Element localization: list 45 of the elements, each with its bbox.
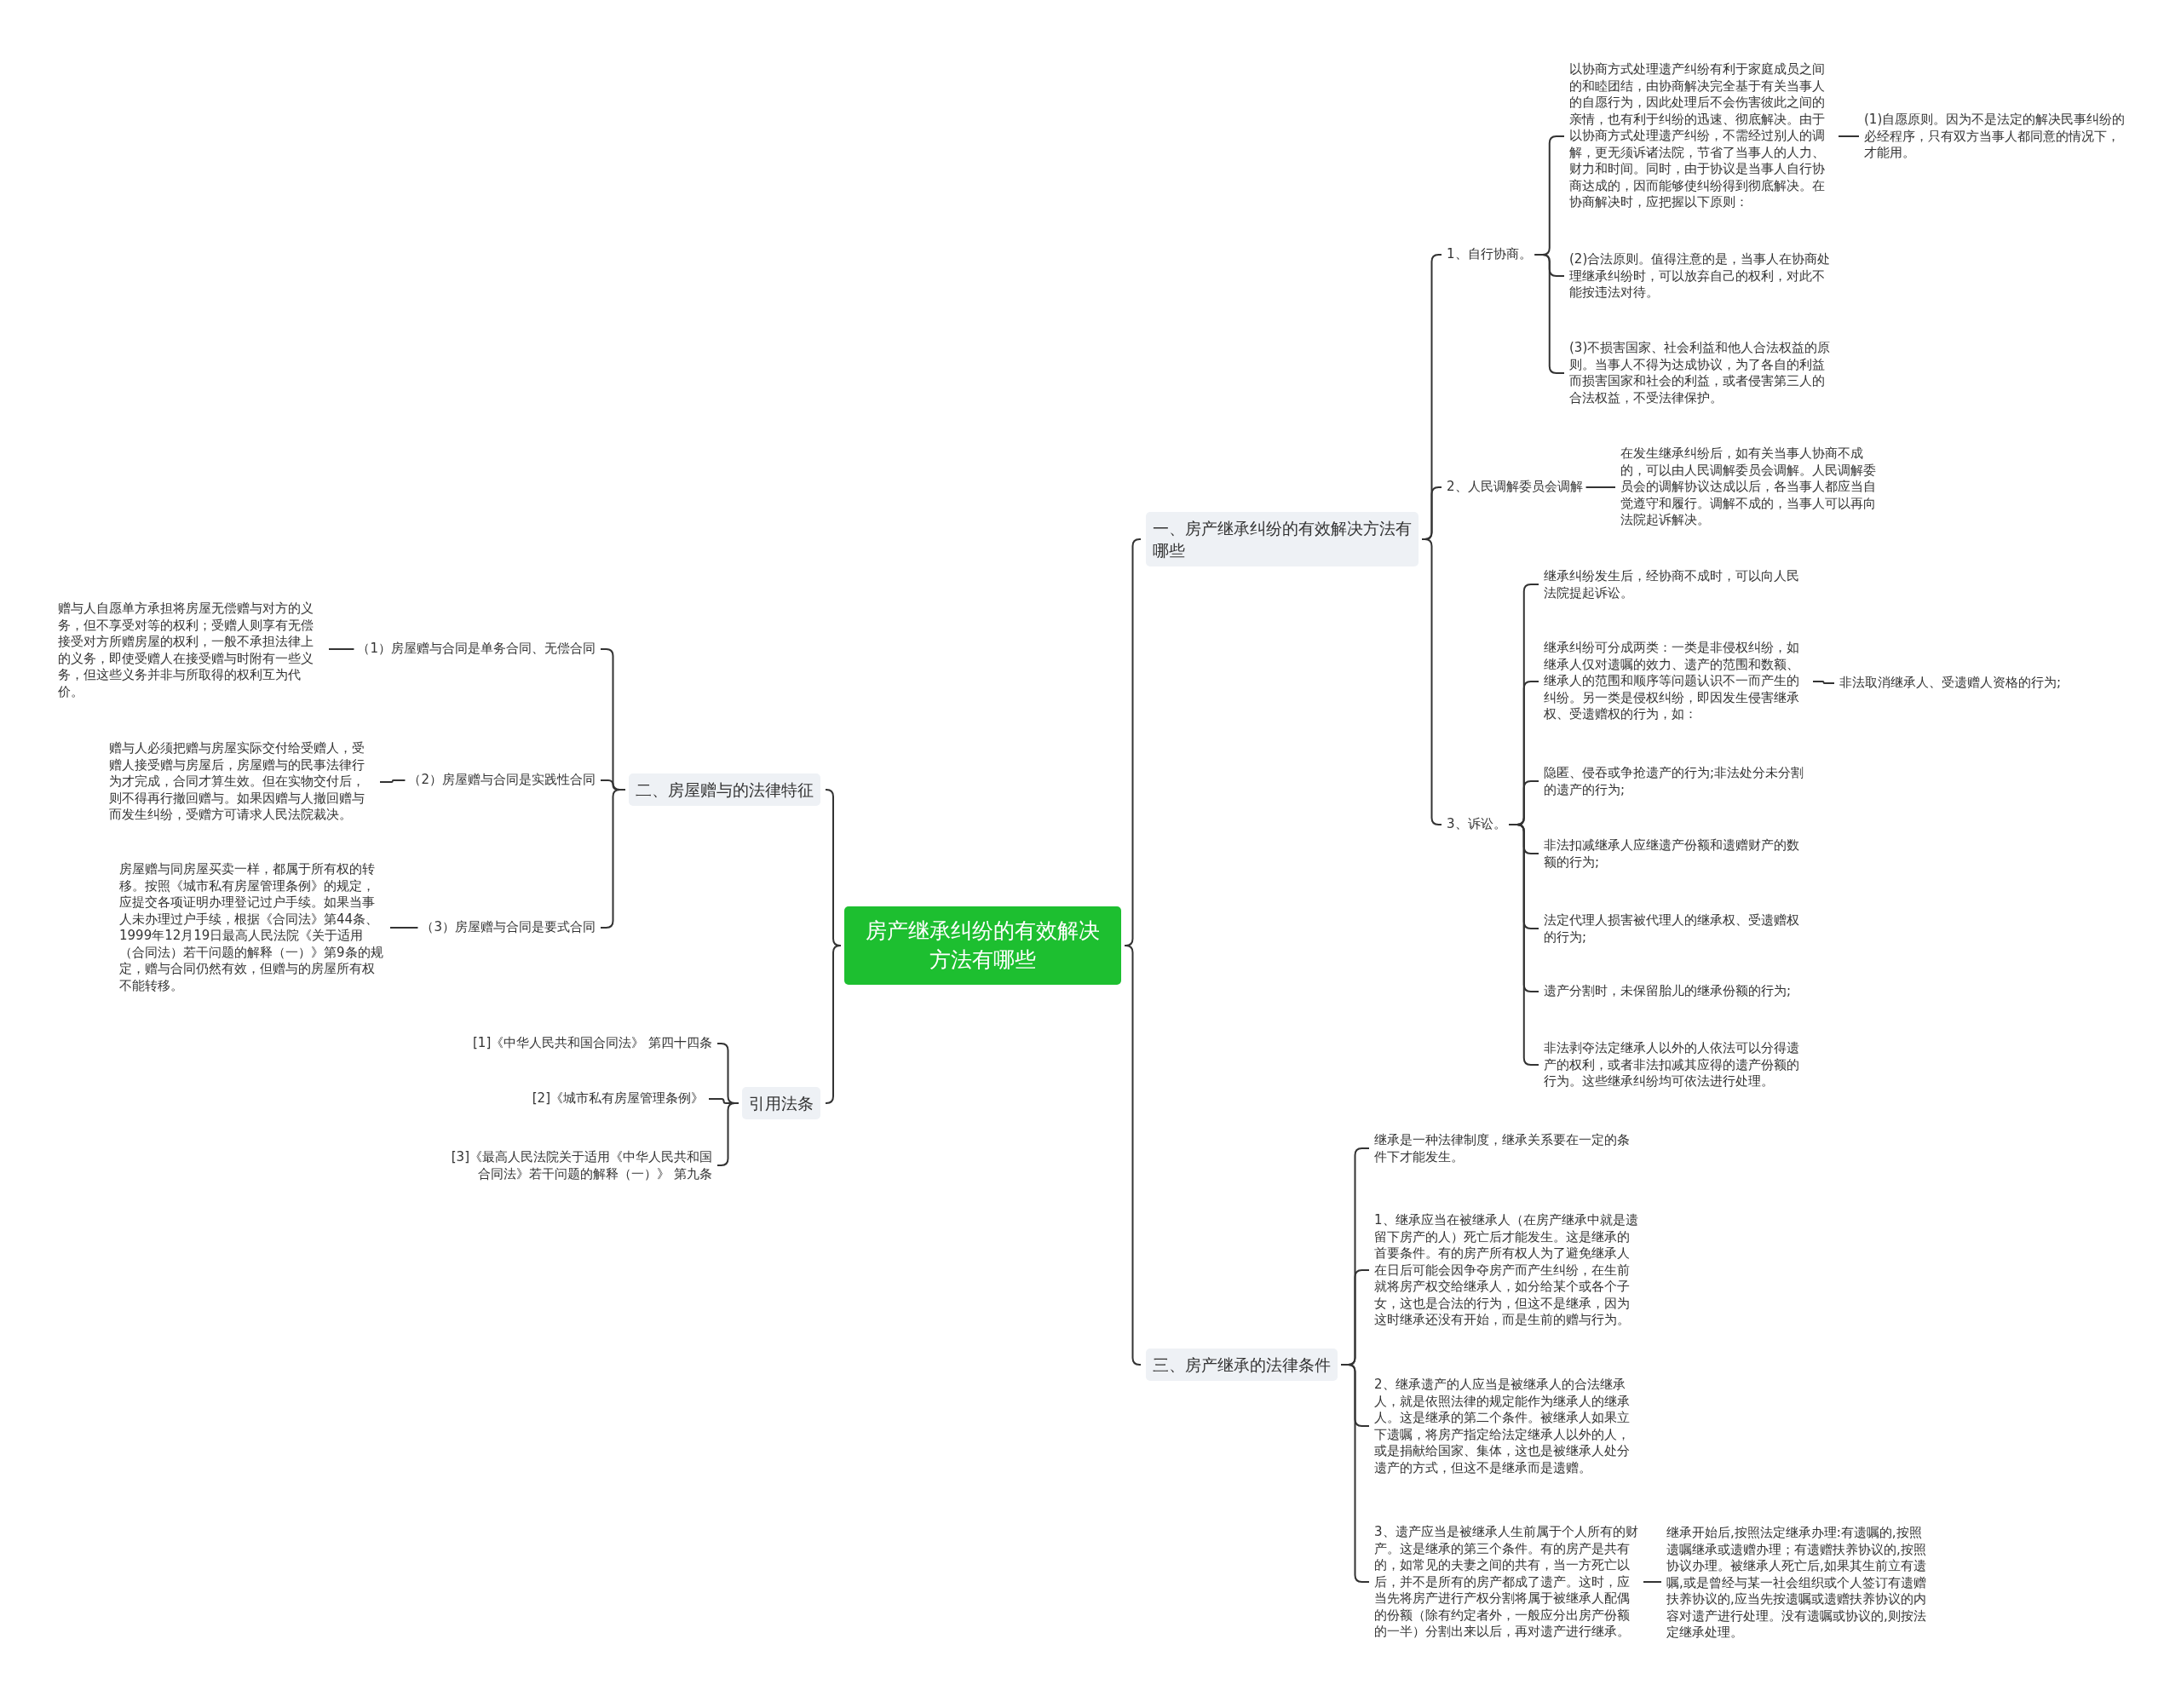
topic-text: （3）房屋赠与合同是要式合同	[421, 919, 596, 936]
topic-text: 1、继承应当在被继承人（在房产继承中就是遗留下房产的人）死亡后才能发生。这是继承的首要条件。有的房产所有权人为了避免继承人在日后可能会因争夺房产而产生纠纷，在生前就将房产权交给继承人，如分给某个或各个子女，这也是合法的行为，但这不是继承，因为这时继承还没有开始，而是生前的赠与行为。	[1374, 1211, 1640, 1329]
topic-text: 非法取消继承人、受遗赠人资格的行为;	[1839, 675, 2062, 692]
topic-text: 房屋赠与同房屋买卖一样，都属于所有权的转移。按照《城市私有房屋管理条例》的规定，应提交各项证明办理登记过户手续。如果当事人未办理过户手续，根据《合同法》第44条、1999年12月19日最高人民法院《关于适用（合同法）若干问题的解释（一）》第9条的规定，赠与合同仍然有效，但赠与的房屋所有权不能转移。	[119, 861, 385, 994]
topic-text: 3、诉讼。	[1447, 816, 1506, 833]
connector-line	[1838, 135, 1860, 137]
topic-text: 继承纠纷发生后，经协商不成时，可以向人民法院提起诉讼。	[1544, 567, 1810, 601]
connector-line	[379, 779, 406, 783]
branch-topic: 二、房屋赠与的法律特征	[629, 773, 820, 806]
topic-text: （1）房屋赠与合同是单务合同、无偿合同	[357, 641, 596, 658]
topic-text: [3]《最高人民法院关于适用《中华人民共和国合同法》若干问题的解释（一）》 第九条	[446, 1148, 712, 1182]
topic-text: （2）房屋赠与合同是实践性合同	[408, 772, 596, 789]
topic-text: 继承是一种法律制度，继承关系要在一定的条件下才能发生。	[1374, 1131, 1640, 1165]
topic-text: (2)合法原则。值得注意的是，当事人在协商处理继承纠纷时，可以放弃自己的权利，对此不能按违法对待。	[1569, 250, 1835, 302]
connector-line	[1421, 538, 1442, 825]
branch-topic: 三、房产继承的法律条件	[1146, 1349, 1338, 1381]
topic-text: 2、人民调解委员会调解	[1447, 479, 1583, 496]
connector-line	[1643, 1581, 1662, 1583]
topic-text: 遗产分割时，未保留胎儿的继承份额的行为;	[1544, 983, 1810, 1000]
topic-text: [2]《城市私有房屋管理条例》	[532, 1090, 704, 1107]
topic-text: 赠与人必须把赠与房屋实际交付给受赠人，受赠人接受赠与房屋后，房屋赠与的民事法律行为才完成，合同才算生效。但在实物交付后，则不得再行撤回赠与。如果因赠与人撤回赠与而发生纠纷，受赠方可请求人民法院裁决。	[109, 740, 375, 824]
topic-text: (3)不损害国家、社会利益和他人合法权益的原则。当事人不得为达成协议，为了各自的利益而损害国家和社会的利益，或者侵害第三人的合法权益，不受法律保护。	[1569, 340, 1835, 406]
topic-text: 非法剥夺法定继承人以外的人依法可以分得遗产的权利，或者非法扣减其应得的遗产份额的行为。这些继承纠纷均可依法进行处理。	[1544, 1039, 1810, 1090]
connector-line	[328, 648, 355, 650]
topic-text: (1)自愿原则。因为不是法定的解决民事纠纷的必经程序，只有双方当事人都同意的情况下，才能用。	[1864, 111, 2130, 162]
topic-text: 2、继承遗产的人应当是被继承人的合法继承人，就是依照法律的规定能作为继承人的继承人。这是继承的第二个条件。被继承人如果立下遗嘱，将房产指定给法定继承人以外的人，或是捐献给国家、集体，这也是被继承人处分遗产的方式，但这不是继承而是遗赠。	[1374, 1376, 1640, 1476]
connector-line	[1585, 486, 1616, 488]
topic-text: 继承纠纷可分成两类：一类是非侵权纠纷，如继承人仅对遗嘱的效力、遗产的范围和数额、继承人的范围和顺序等问题认识不一而产生的纠纷。另一类是侵权纠纷，即因发生侵害继承权、受遗赠权的行为，如：	[1544, 640, 1810, 723]
central-topic: 房产继承纠纷的有效解决方法有哪些	[844, 906, 1121, 985]
topic-text: 继承开始后,按照法定继承办理:有遗嘱的,按照遗嘱继承或遗赠办理；有遗赠扶养协议的,按照协议办理。被继承人死亡后,如果其生前立有遗嘱,或是曾经与某一社会组织或个人签订有遗赠扶养协议的,应当先按遗嘱或遗赠扶养协议的内容对遗产进行处理。没有遗嘱或协议的,则按法定继承处理。	[1666, 1524, 1932, 1642]
topic-text: [1]《中华人民共和国合同法》 第四十四条	[473, 1035, 712, 1052]
topic-text: 在发生继承纠纷后，如有关当事人协商不成的，可以由人民调解委员会调解。人民调解委员会的调解协议达成以后，各当事人都应当自觉遵守和履行。调解不成的，当事人可以再向法院起诉解决。	[1620, 446, 1886, 529]
topic-text: 1、自行协商。	[1447, 246, 1532, 263]
topic-text: 赠与人自愿单方承担将房屋无偿赠与对方的义务，但不享受对等的权利；受赠人则享有无偿接受对方所赠房屋的权利，一般不承担法律上的义务，即使受赠人在接受赠与时附有一些义务，但这些义务并非与所取得的权利互为代价。	[58, 600, 324, 700]
topic-text: 3、遗产应当是被继承人生前属于个人所有的财产。这是继承的第三个条件。有的房产是共有的，如常见的夫妻之间的共有，当一方死亡以后，并不是所有的房产都成了遗产。这时，应当先将房产进行产权分割将属于被继承人配偶的份额（除有约定者外，一般应分出房产份额的一半）分割出来以后，再对遗产进行继承。	[1374, 1523, 1640, 1641]
topic-text: 以协商方式处理遗产纠纷有利于家庭成员之间的和睦团结，由协商解决完全基于有关当事人的自愿行为，因此处理后不会伤害彼此之间的亲情，也有利于纠纷的迅速、彻底解决。由于以协商方式处理遗产纠纷，不需经过别人的调解，更无须诉诸法院，节省了当事人的人力、财力和时间。同时，由于协议是当事人自行协商达成的，因而能够使纠纷得到彻底解决。在协商解决时，应把握以下原则：	[1569, 61, 1835, 211]
branch-topic: 一、房产继承纠纷的有效解决方法有哪些	[1146, 512, 1419, 566]
topic-text: 隐匿、侵吞或争抢遗产的行为;非法处分未分割的遗产的行为;	[1544, 764, 1810, 798]
topic-text: 法定代理人损害被代理人的继承权、受遗赠权的行为;	[1544, 912, 1810, 946]
connector-line	[825, 945, 842, 1104]
topic-text: 非法扣减继承人应继遗产份额和遗赠财产的数额的行为;	[1544, 837, 1810, 871]
connector-line	[1124, 945, 1142, 1366]
branch-topic: 引用法条	[742, 1087, 820, 1119]
connector-line	[389, 927, 419, 929]
connector-line	[1812, 681, 1835, 684]
